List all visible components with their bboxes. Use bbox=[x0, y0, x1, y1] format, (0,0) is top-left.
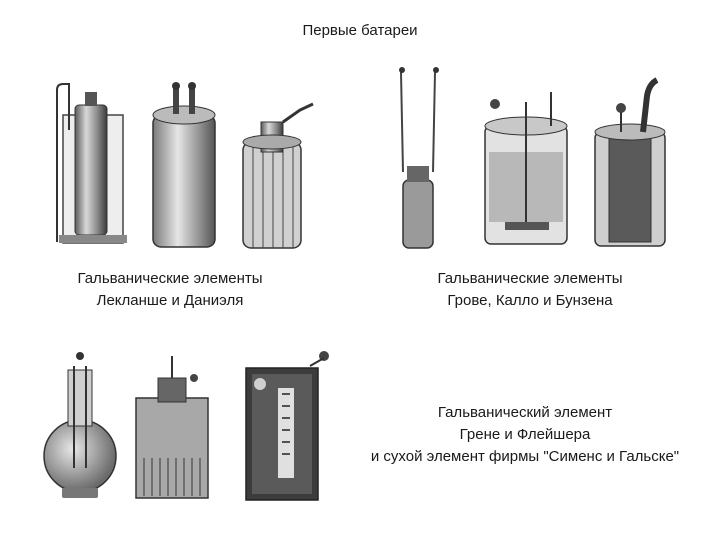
caption-leclanche-daniell: Гальванические элементы Лекланше и Даниэ… bbox=[40, 268, 300, 312]
page-title: Первые батареи bbox=[302, 22, 418, 39]
grove-callaud-bunsen-cells-illustration bbox=[399, 67, 666, 249]
leclanche-daniell-cells-illustration bbox=[56, 82, 314, 249]
caption-line: Гальванические элементы bbox=[77, 270, 263, 287]
caption-line: Гальванический элемент bbox=[437, 404, 613, 421]
caption-line: Грове, Калло и Бунзена bbox=[447, 292, 613, 309]
caption-line: Гальванические элементы bbox=[437, 270, 623, 287]
caption-line: Грене и Флейшера bbox=[459, 426, 591, 443]
caption-line: Лекланше и Даниэля bbox=[96, 292, 244, 309]
caption-grove-callaud-bunsen: Гальванические элементы Грове, Калло и Б… bbox=[395, 268, 665, 312]
caption-line: и сухой элемент фирмы "Сименс и Гальске" bbox=[370, 448, 680, 465]
caption-grenet-fleischer-siemens: Гальванический элемент Грене и Флейшера … bbox=[345, 402, 705, 468]
grenet-fleischer-dry-cell-illustration bbox=[43, 351, 329, 501]
